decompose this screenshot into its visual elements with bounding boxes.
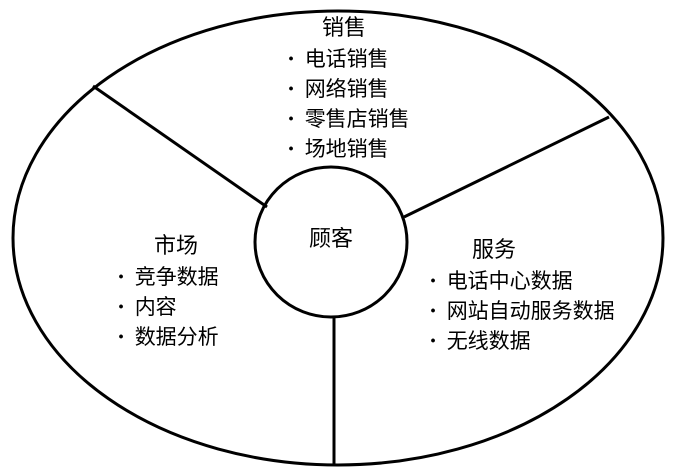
divider-left: [92, 84, 268, 209]
market-title: 市场: [154, 234, 199, 259]
bullet: ·: [287, 76, 295, 101]
list-item: · 内容: [114, 292, 219, 322]
item-label: 内容: [134, 295, 177, 319]
center-circle: [253, 165, 409, 319]
item-label: 无线数据: [446, 329, 531, 353]
sales-title: 销售: [322, 16, 367, 41]
outer-ellipse: [11, 9, 665, 467]
bullet: ·: [429, 298, 437, 323]
bullet: ·: [287, 46, 295, 71]
divider-right: [403, 115, 610, 219]
list-item: · 数据分析: [114, 322, 219, 352]
item-label: 竞争数据: [134, 265, 219, 289]
list-item: · 无线数据: [426, 326, 615, 356]
list-item: · 网站自动服务数据: [426, 296, 615, 326]
market-section: 市场 · 竞争数据 · 内容 · 数据分析: [114, 232, 219, 352]
item-label: 电话销售: [304, 47, 389, 71]
sales-section: 销售 · 电话销售 · 网络销售 · 零售店销售 · 场地销售: [284, 14, 410, 164]
bullet: ·: [429, 268, 437, 293]
list-item: · 电话中心数据: [426, 266, 615, 296]
bullet: ·: [287, 106, 295, 131]
center-label: 顾客: [308, 227, 353, 252]
bullet: ·: [287, 136, 295, 161]
item-label: 网站自动服务数据: [446, 299, 615, 323]
list-item: · 场地销售: [284, 134, 410, 164]
service-title: 服务: [472, 238, 517, 263]
list-item: · 电话销售: [284, 44, 410, 74]
bullet: ·: [117, 294, 125, 319]
market-list: · 竞争数据 · 内容 · 数据分析: [114, 262, 219, 352]
service-list: · 电话中心数据 · 网站自动服务数据 · 无线数据: [426, 266, 615, 356]
sales-list: · 电话销售 · 网络销售 · 零售店销售 · 场地销售: [284, 44, 410, 164]
list-item: · 零售店销售: [284, 104, 410, 134]
item-label: 数据分析: [134, 325, 219, 349]
item-label: 网络销售: [304, 77, 389, 101]
item-label: 场地销售: [304, 137, 389, 161]
list-item: · 网络销售: [284, 74, 410, 104]
bullet: ·: [117, 324, 125, 349]
service-section: 服务 · 电话中心数据 · 网站自动服务数据 · 无线数据: [426, 236, 615, 356]
list-item: · 竞争数据: [114, 262, 219, 292]
bullet: ·: [429, 328, 437, 353]
item-label: 电话中心数据: [446, 269, 573, 293]
item-label: 零售店销售: [304, 107, 410, 131]
bullet: ·: [117, 264, 125, 289]
